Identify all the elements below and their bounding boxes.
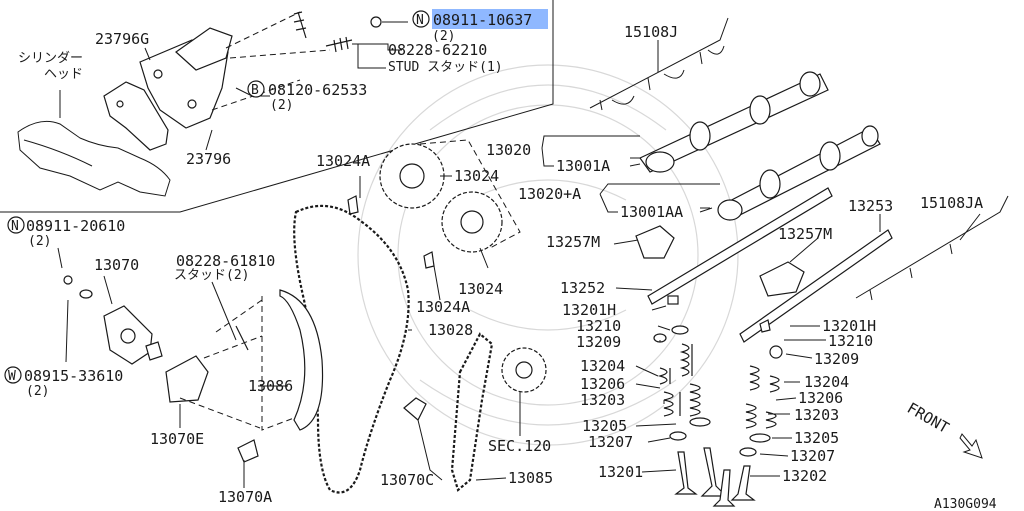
label-13203-left: 13203 — [580, 391, 625, 409]
label-13201h-left: 13201H — [562, 301, 616, 319]
label-13205-left: 13205 — [582, 417, 627, 435]
label-cyl-head-1: シリンダー — [18, 51, 83, 66]
circle-letter-n-left: N — [11, 219, 19, 234]
label-stud-2: スタッド(2) — [174, 268, 249, 283]
label-23796g: 23796G — [95, 30, 149, 48]
circle-letter-n-top: N — [416, 13, 424, 28]
label-front: FRONT — [904, 399, 952, 437]
label-13210-left: 13210 — [576, 317, 621, 335]
label-15108ja: 15108JA — [920, 194, 983, 212]
chain-guide-drawing — [63, 275, 427, 463]
qty-08915-33610: (2) — [26, 384, 49, 399]
camshaft-drawing — [589, 17, 881, 221]
label-13257m-right: 13257M — [778, 225, 832, 243]
label-13020a: 13020+A — [518, 185, 581, 203]
circle-marker-w — [4, 366, 22, 384]
label-13024a-top: 13024A — [316, 152, 370, 170]
cylinder-head-drawing — [17, 90, 171, 197]
label-sec120: SEC.120 — [488, 437, 551, 455]
highlight-box — [432, 9, 548, 29]
circle-marker-b — [247, 80, 265, 98]
label-13201h-right: 13201H — [822, 317, 876, 335]
label-13020: 13020 — [486, 141, 531, 159]
label-13207-left: 13207 — [588, 433, 633, 451]
label-08911-20610: 08911-20610 — [26, 217, 125, 235]
label-figure-code: A130G094 — [934, 497, 997, 511]
label-13024-top: 13024 — [454, 167, 499, 185]
label-13257m-left: 13257M — [546, 233, 600, 251]
qty-08911-20610: (2) — [28, 234, 51, 249]
label-08228-61810: 08228-61810 — [176, 252, 275, 270]
label-13203-right: 13203 — [794, 406, 839, 424]
circle-letter-b: B — [251, 83, 259, 98]
label-13070a: 13070A — [218, 488, 272, 506]
label-cyl-head-2: ヘッド — [44, 67, 83, 82]
label-13085: 13085 — [508, 469, 553, 487]
label-13252: 13252 — [560, 279, 605, 297]
circle-markers: N B N W — [4, 10, 430, 384]
label-15108j: 15108J — [624, 23, 678, 41]
label-23796: 23796 — [186, 150, 231, 168]
label-13201: 13201 — [598, 463, 643, 481]
front-arrow — [959, 433, 983, 459]
label-13086: 13086 — [248, 377, 293, 395]
label-13001a: 13001A — [556, 157, 610, 175]
watermark-emblem — [357, 64, 739, 446]
label-13204-right: 13204 — [804, 373, 849, 391]
label-13206-left: 13206 — [580, 375, 625, 393]
label-13070c: 13070C — [380, 471, 434, 489]
label-13209-right: 13209 — [814, 350, 859, 368]
label-08228-62210: 08228-62210 — [388, 41, 487, 59]
label-13202: 13202 — [782, 467, 827, 485]
sprocket-drawing — [347, 139, 547, 393]
label-13028: 13028 — [428, 321, 473, 339]
label-13205-right: 13205 — [794, 429, 839, 447]
label-13204-left: 13204 — [580, 357, 625, 375]
label-13001aa: 13001AA — [620, 203, 683, 221]
label-13206-right: 13206 — [798, 389, 843, 407]
label-13207-right: 13207 — [790, 447, 835, 465]
circle-marker-n-left — [7, 216, 25, 234]
bracket-23796-drawing — [103, 11, 382, 151]
label-08120-62533: 08120-62533 — [268, 81, 367, 99]
callout-labels: 08911-10637 (2) 08228-62210 STUD スタッド(1)… — [18, 11, 997, 511]
label-13253: 13253 — [848, 197, 893, 215]
label-08915-33610: 08915-33610 — [24, 367, 123, 385]
circle-letter-w: W — [8, 369, 16, 384]
label-13070: 13070 — [94, 256, 139, 274]
label-13024-bottom: 13024 — [458, 280, 503, 298]
valve-assembly-drawing — [653, 295, 783, 507]
label-13070e: 13070E — [150, 430, 204, 448]
rocker-shaft-drawing — [635, 187, 1009, 343]
label-13210-right: 13210 — [828, 332, 873, 350]
label-13209-left: 13209 — [576, 333, 621, 351]
circle-marker-n-top — [412, 10, 430, 28]
label-08911-10637: 08911-10637 — [433, 11, 532, 29]
qty-08120-62533: (2) — [270, 98, 293, 113]
detail-box-border — [0, 0, 554, 213]
label-stud-1: STUD スタッド(1) — [388, 60, 503, 75]
leader-lines — [57, 21, 981, 488]
qty-08911-10637: (2) — [432, 29, 455, 44]
label-13024a-bottom: 13024A — [416, 298, 470, 316]
